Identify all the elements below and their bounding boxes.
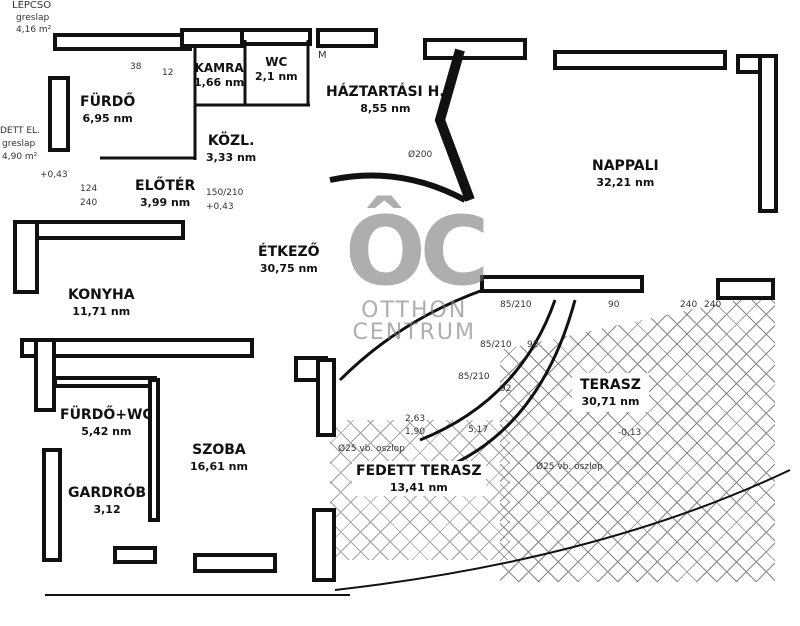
- level-mark: -0,13: [618, 428, 642, 438]
- covered-entry-floor: greslap: [2, 139, 36, 149]
- room-area: 11,71 nm: [72, 304, 131, 318]
- door-dimension: 85/210: [480, 340, 512, 350]
- dimension: 90: [608, 300, 620, 310]
- dimension: 124: [80, 184, 98, 194]
- room-name: SZOBA: [192, 442, 246, 458]
- room-name: ELŐTÉR: [135, 178, 196, 194]
- dimension: 92: [500, 384, 512, 394]
- room-name: KAMRA: [194, 61, 244, 75]
- stair-area: 4,16 m²: [16, 25, 52, 35]
- covered-entry-area: 4,90 m²: [2, 152, 38, 162]
- dimension: 240: [704, 300, 722, 310]
- room-name: KÖZL.: [207, 133, 255, 149]
- terrace-hatch: [500, 292, 775, 582]
- dimension: 240: [80, 198, 98, 208]
- room-area: 16,61 nm: [190, 459, 248, 473]
- dimension: 12: [162, 68, 174, 78]
- room-area: 30,71 nm: [581, 394, 640, 408]
- room-area: 30,75 nm: [259, 261, 318, 275]
- room-area: 5,42 nm: [81, 424, 132, 438]
- room-area: 3,12: [93, 502, 121, 516]
- room-area: 3,33 nm: [206, 150, 257, 164]
- room-name: NAPPALI: [592, 158, 659, 174]
- room-name: KONYHA: [68, 287, 135, 303]
- covered-entry-label: DETT EL.: [0, 126, 40, 136]
- room-name: WC: [265, 55, 288, 69]
- dimension: 5,17: [468, 425, 489, 435]
- level-mark: +0,43: [206, 202, 234, 212]
- room-name: GARDRÓB: [68, 485, 147, 501]
- room-kozlekedo: KÖZL.3,33 nm: [206, 133, 256, 164]
- dimension: 38: [130, 62, 142, 72]
- dimension: Ø200: [408, 150, 433, 160]
- room-area: 3,99 nm: [140, 195, 191, 209]
- room-name: FEDETT TERASZ: [356, 463, 482, 479]
- room-area: 6,95 nm: [82, 111, 133, 125]
- door-dimension: 85/210: [458, 372, 490, 382]
- dimension: 92: [527, 340, 539, 350]
- room-area: 1,66 nm: [194, 76, 245, 89]
- dimension: 1,90: [405, 427, 426, 437]
- dimension: 2,63: [405, 414, 426, 424]
- room-name: TERASZ: [580, 377, 641, 393]
- room-name: FÜRDŐ: [80, 94, 136, 110]
- column-note: Ø25 vb. oszlop: [338, 444, 405, 454]
- door-dimension: 150/210: [206, 188, 244, 198]
- dimension: 240: [680, 300, 698, 310]
- mark-label: M: [318, 50, 327, 61]
- door-dimension: 85/210: [500, 300, 532, 310]
- stair-floor: greslap: [16, 13, 50, 23]
- room-name: HÁZTARTÁSI H.: [326, 84, 445, 100]
- level-mark: +0,43: [40, 170, 68, 180]
- room-haztartasi: HÁZTARTÁSI H.8,55 nm: [326, 84, 445, 115]
- room-name: FÜRDŐ+WC: [60, 407, 153, 423]
- room-area: 2,1 nm: [255, 70, 298, 83]
- stair-label: LÉPCSŐ: [12, 0, 52, 11]
- room-area: 13,41 nm: [389, 480, 448, 494]
- room-area: 32,21 nm: [596, 175, 655, 189]
- column-note: Ø25 vb. oszlop: [536, 462, 603, 472]
- room-name: ÉTKEZŐ: [258, 244, 320, 260]
- room-area: 8,55 nm: [360, 101, 411, 115]
